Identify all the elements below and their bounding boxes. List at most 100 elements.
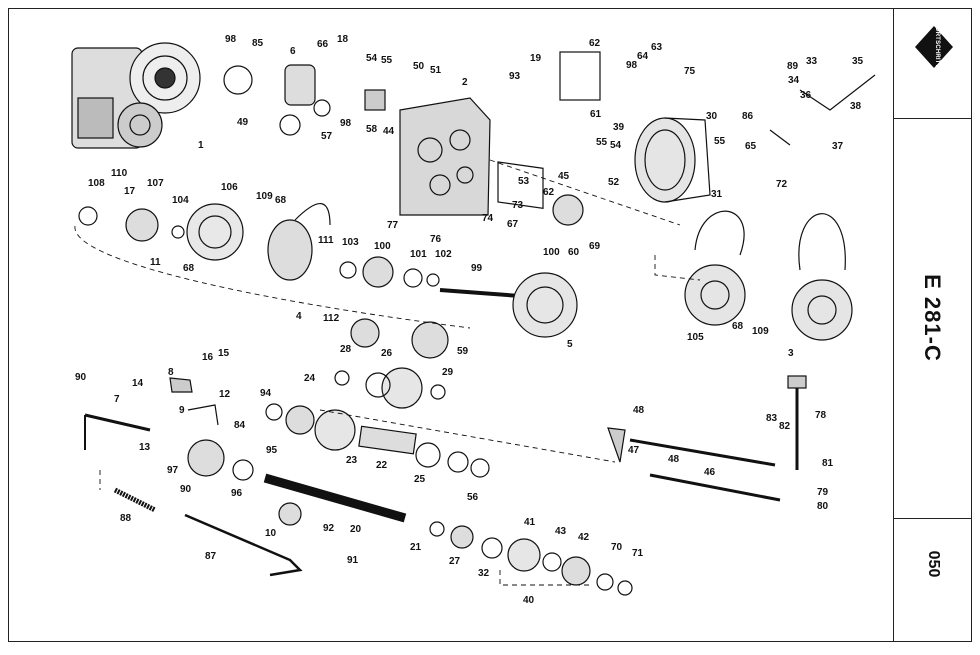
callout-55c: 55 (714, 136, 726, 147)
callout-103: 103 (342, 237, 359, 248)
callout-54b: 54 (610, 140, 622, 151)
brake-assembly-right (791, 213, 853, 341)
callout-16: 16 (202, 352, 214, 363)
callout-76: 76 (430, 234, 442, 245)
callout-36: 36 (800, 90, 812, 101)
callout-98b: 98 (340, 118, 352, 129)
shift-rod-7 (84, 413, 151, 432)
callout-22: 22 (376, 460, 388, 471)
callout-104: 104 (172, 195, 189, 206)
callout-66: 66 (317, 39, 329, 50)
callout-64: 64 (637, 51, 649, 62)
callout-44: 44 (383, 126, 395, 137)
title-block (893, 8, 972, 642)
callout-55a: 55 (381, 55, 393, 66)
gear-23 (314, 409, 356, 451)
callout-7: 7 (114, 394, 120, 405)
shift-drum (187, 439, 225, 477)
callout-5: 5 (567, 339, 573, 350)
sheet-border (8, 8, 972, 642)
cover-plate-61 (559, 51, 601, 101)
callout-95: 95 (266, 445, 278, 456)
brake-drum (186, 203, 244, 261)
callout-31: 31 (711, 189, 723, 200)
callout-8: 8 (168, 367, 174, 378)
callout-74: 74 (482, 213, 494, 224)
callout-10: 10 (265, 528, 277, 539)
callout-71: 71 (632, 548, 644, 559)
seal-flange (223, 65, 253, 95)
callout-101: 101 (410, 249, 427, 260)
callout-45: 45 (558, 171, 570, 182)
callout-15: 15 (218, 348, 230, 359)
callout-68b: 68 (183, 263, 195, 274)
callout-75: 75 (684, 66, 696, 77)
callout-63: 63 (651, 42, 663, 53)
callout-73: 73 (512, 200, 524, 211)
ring-gear (512, 272, 578, 338)
callout-11: 11 (150, 257, 161, 268)
callout-50: 50 (413, 61, 425, 72)
brake-assembly-left (684, 210, 746, 326)
callout-19: 19 (530, 53, 542, 64)
clutch-assembly (267, 219, 313, 281)
callout-92: 92 (323, 523, 335, 534)
callout-84: 84 (234, 420, 246, 431)
callout-105: 105 (687, 332, 704, 343)
callout-86: 86 (742, 111, 754, 122)
callout-51: 51 (430, 65, 442, 76)
callout-87: 87 (205, 551, 217, 562)
callout-38: 38 (850, 101, 862, 112)
main-shaft (263, 473, 407, 523)
callout-34: 34 (788, 75, 800, 86)
callout-68c: 68 (732, 321, 744, 332)
callout-110: 110 (111, 168, 128, 179)
cover-plate (497, 161, 544, 209)
callout-42: 42 (578, 532, 590, 543)
callout-62a: 62 (589, 38, 601, 49)
callout-52: 52 (608, 177, 620, 188)
callout-106: 106 (221, 182, 238, 193)
page-number: 050 (925, 550, 942, 578)
callout-6: 6 (290, 46, 296, 57)
callout-99: 99 (471, 263, 483, 274)
callout-88: 88 (120, 513, 132, 524)
callout-13: 13 (139, 442, 151, 453)
callout-109b: 109 (752, 326, 769, 337)
callout-111: 111 (318, 235, 334, 246)
callout-61: 61 (590, 109, 602, 120)
callout-100b: 100 (543, 247, 560, 258)
callout-27: 27 (449, 556, 461, 567)
callout-40: 40 (523, 595, 535, 606)
callout-24: 24 (304, 373, 316, 384)
callout-2: 2 (462, 77, 468, 88)
callout-60: 60 (568, 247, 580, 258)
callout-54a: 54 (366, 53, 378, 64)
model-code: E 281-C (920, 274, 945, 362)
callout-39: 39 (613, 122, 625, 133)
callout-33: 33 (806, 56, 818, 67)
callout-78: 78 (815, 410, 827, 421)
callout-59: 59 (457, 346, 469, 357)
callout-35: 35 (852, 56, 864, 67)
gearbox-housing (399, 97, 491, 216)
callout-25: 25 (414, 474, 426, 485)
callout-81: 81 (822, 458, 834, 469)
title-block-divider-bottom (893, 518, 972, 519)
lever-87 (184, 513, 303, 577)
spring-88 (113, 487, 157, 513)
callout-77: 77 (387, 220, 399, 231)
differential-hub (552, 194, 584, 226)
callout-46: 46 (704, 467, 716, 478)
callout-98c: 98 (626, 60, 638, 71)
callout-94: 94 (260, 388, 272, 399)
callout-62b: 62 (543, 187, 555, 198)
shaft-22 (358, 425, 417, 455)
callout-68a: 68 (275, 195, 287, 206)
assembled-transmission (71, 42, 201, 149)
callout-49: 49 (237, 117, 249, 128)
callout-82: 82 (779, 421, 791, 432)
callout-108: 108 (88, 178, 105, 189)
callout-67: 67 (507, 219, 519, 230)
